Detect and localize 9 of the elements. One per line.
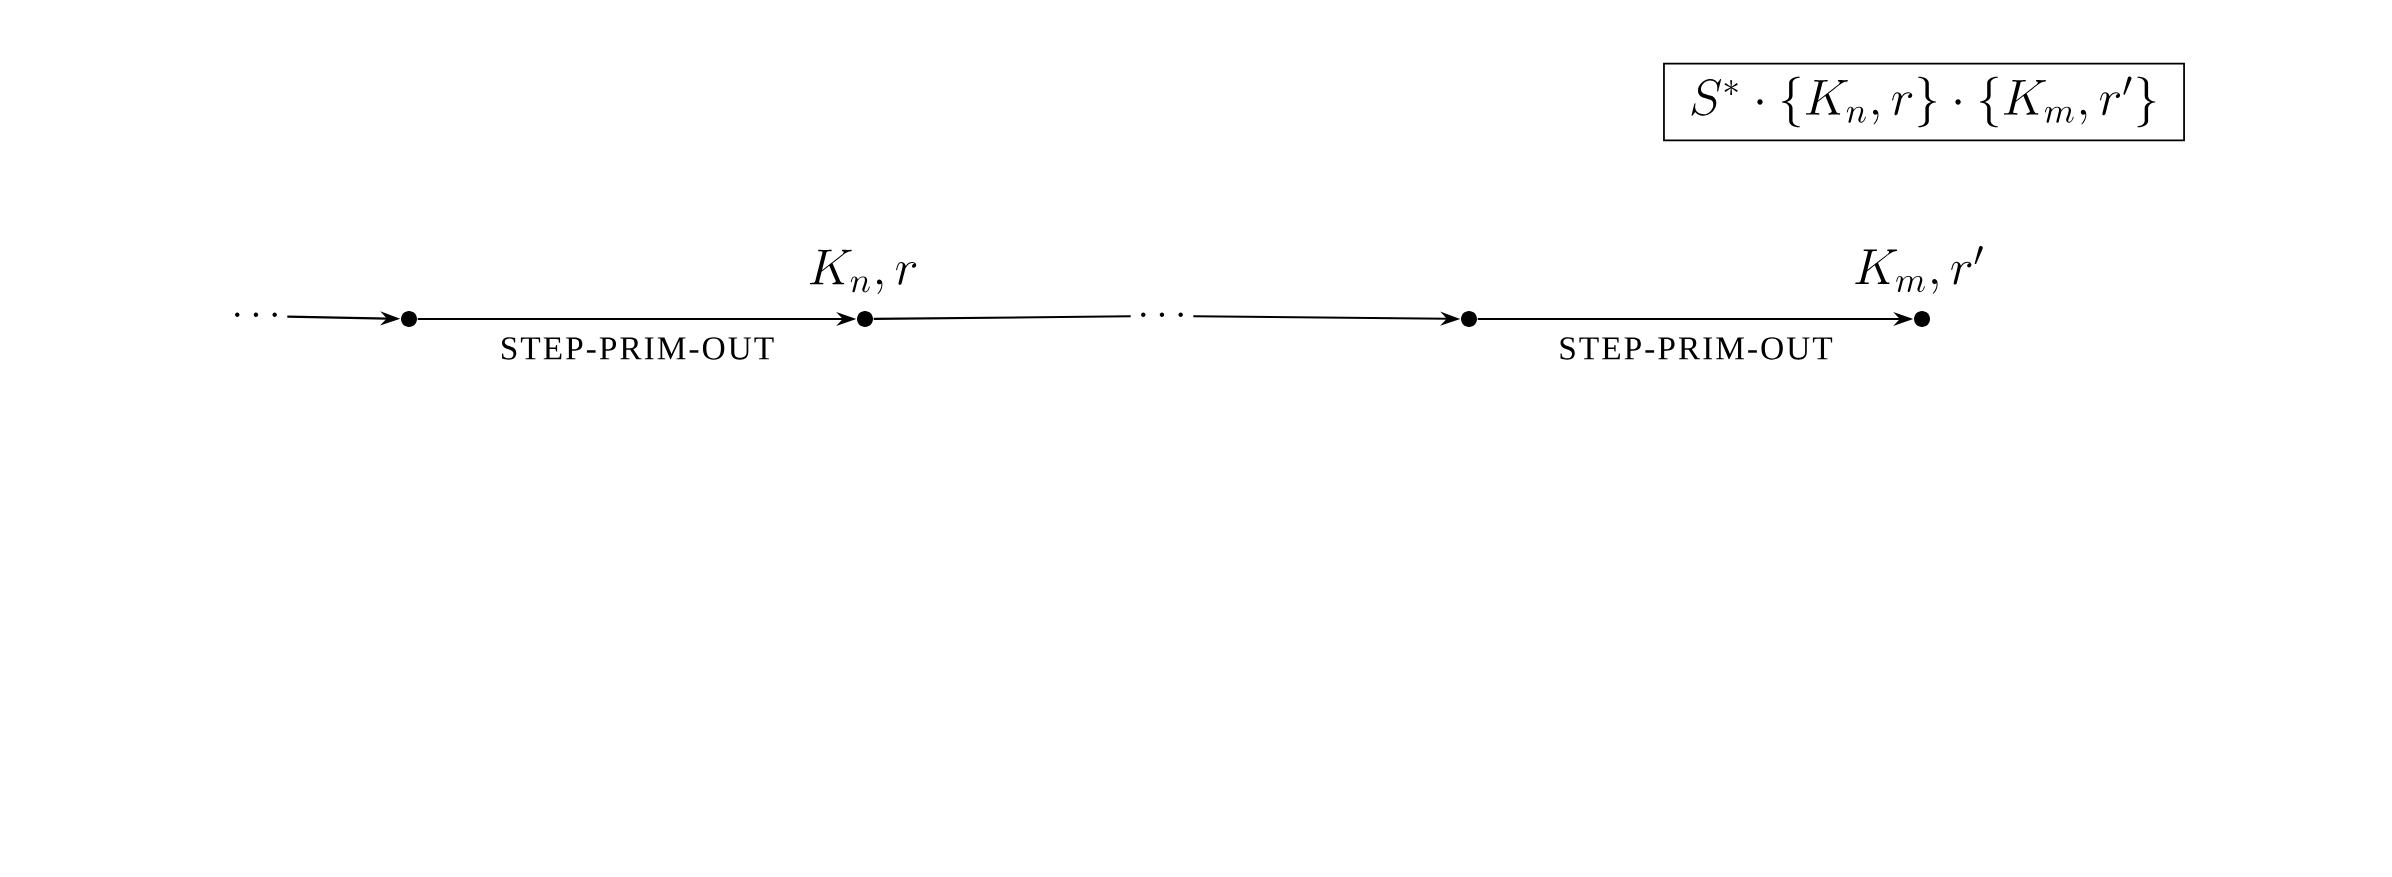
point-dot xyxy=(1461,311,1477,327)
point-dot xyxy=(401,311,417,327)
ellipsis: $\cdots$ xyxy=(235,312,277,318)
point-label: $K_m, r'$ xyxy=(1855,246,1983,294)
ellipsis: $\cdots$ xyxy=(1141,312,1183,318)
formula-box: $S^* \cdot \{K_n, r\} \cdot \{K_m, r'\}$ xyxy=(1663,62,2185,142)
edge-label: STEP-PRIM-OUT xyxy=(1560,337,1833,360)
point-label: $K_n, r$ xyxy=(809,249,917,295)
edge-label: STEP-PRIM-OUT xyxy=(502,337,774,360)
